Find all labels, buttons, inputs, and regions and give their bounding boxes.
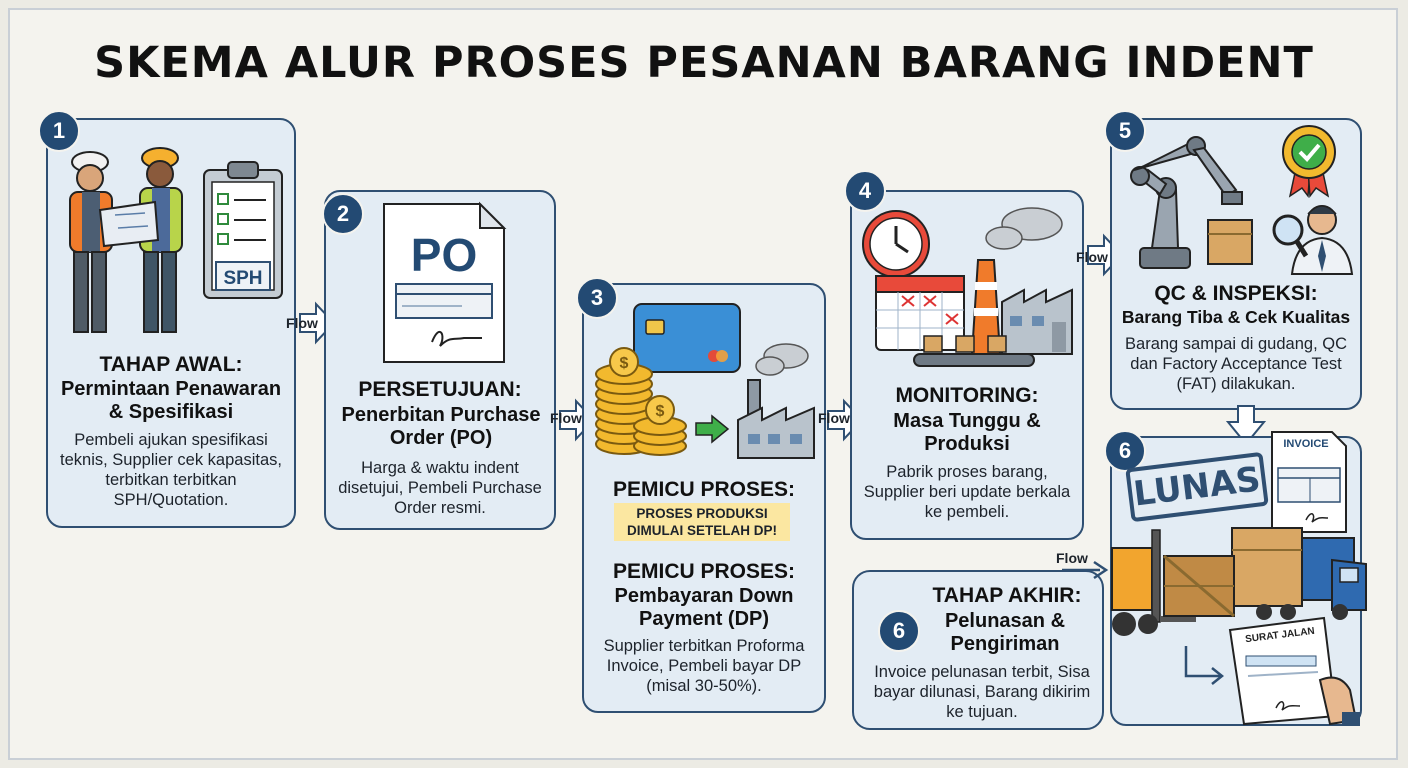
step-6-heading: TAHAP AKHIR: bbox=[932, 584, 1082, 607]
step-4-subheading: Masa Tunggu & Produksi bbox=[893, 410, 1041, 455]
step-3-subheading: Pembayaran Down Payment (DP) bbox=[614, 585, 794, 630]
robot-arm-icon bbox=[1130, 136, 1253, 269]
flow-label-2: Flow bbox=[550, 410, 582, 426]
factory-small-icon bbox=[737, 343, 815, 459]
return-arrow-icon bbox=[1184, 646, 1225, 685]
step-5-number: 5 bbox=[1104, 110, 1146, 152]
svg-text:$: $ bbox=[620, 355, 629, 372]
step-4-heading: MONITORING: bbox=[895, 384, 1039, 407]
invoice-label: INVOICE bbox=[1283, 438, 1329, 450]
step-6-number: 6 bbox=[1104, 430, 1146, 472]
step-3-dp-note: PROSES PRODUKSI DIMULAI SETELAH DP! bbox=[614, 503, 790, 541]
step-3-number: 3 bbox=[576, 277, 618, 319]
step-3-heading-2: PEMICU PROSES: bbox=[612, 560, 796, 583]
credit-card-icon bbox=[633, 303, 741, 373]
step-2-number: 2 bbox=[322, 193, 364, 235]
step-3-heading: PEMICU PROSES: bbox=[612, 478, 796, 501]
step-6-subheading: Pelunasan & Pengiriman bbox=[944, 610, 1066, 655]
coins-icon: $ $ bbox=[595, 347, 687, 456]
clipboard-icon bbox=[203, 161, 283, 299]
flow-label-1: Flow bbox=[286, 315, 318, 331]
svg-text:$: $ bbox=[656, 403, 665, 420]
step-3-description: Supplier terbitkan Proforma Invoice, Pem… bbox=[603, 637, 805, 695]
flow-label-4: Flow bbox=[1076, 249, 1108, 265]
step-6-text-number: 6 bbox=[878, 610, 920, 652]
step-4-description: Pabrik proses barang, Supplier beri upda… bbox=[863, 463, 1071, 521]
inspector-icon bbox=[1272, 205, 1354, 275]
step-2-description: Harga & waktu indent disetujui, Pembeli … bbox=[338, 459, 542, 517]
step-2-heading: PERSETUJUAN: bbox=[358, 378, 522, 401]
workers-icon bbox=[69, 147, 183, 333]
flow-label-3: Flow bbox=[818, 410, 850, 426]
step-5-heading: QC & INSPEKSI: bbox=[1154, 282, 1318, 305]
step-2-subheading: Penerbitan Purchase Order (PO) bbox=[341, 404, 541, 449]
calendar-icon bbox=[875, 275, 965, 351]
step-1-description: Pembeli ajukan spesifikasi teknis, Suppl… bbox=[60, 431, 282, 509]
step-5-description: Barang sampai di gudang, QC dan Factory … bbox=[1125, 335, 1347, 393]
page-title: SKEMA ALUR PROSES PESANAN BARANG INDENT bbox=[94, 38, 1314, 88]
forklift-truck-icon bbox=[1111, 527, 1367, 636]
flow-arrow-6 bbox=[1062, 560, 1109, 580]
step-1-subheading: Permintaan Penawaran & Spesifikasi bbox=[60, 378, 282, 423]
green-arrow-icon bbox=[695, 414, 730, 444]
sph-label: SPH bbox=[223, 268, 263, 289]
po-label: PO bbox=[410, 229, 478, 281]
step-5-subheading: Barang Tiba & Cek Kualitas bbox=[1121, 307, 1351, 327]
factory-icon bbox=[913, 207, 1073, 367]
clock-icon bbox=[862, 210, 930, 278]
step-6-description: Invoice pelunasan terbit, Sisa bayar dil… bbox=[873, 663, 1091, 721]
step-1-number: 1 bbox=[38, 110, 80, 152]
invoice-document-icon bbox=[1271, 431, 1347, 533]
flow-label-6: Flow bbox=[1056, 550, 1088, 566]
flow-arrow-5 bbox=[1225, 405, 1267, 446]
surat-jalan-document-icon bbox=[1228, 616, 1360, 726]
step-1-heading: TAHAP AWAL: bbox=[99, 353, 243, 376]
badge-check-icon bbox=[1282, 125, 1336, 199]
step-4-number: 4 bbox=[844, 170, 886, 212]
po-document-icon bbox=[383, 201, 507, 363]
